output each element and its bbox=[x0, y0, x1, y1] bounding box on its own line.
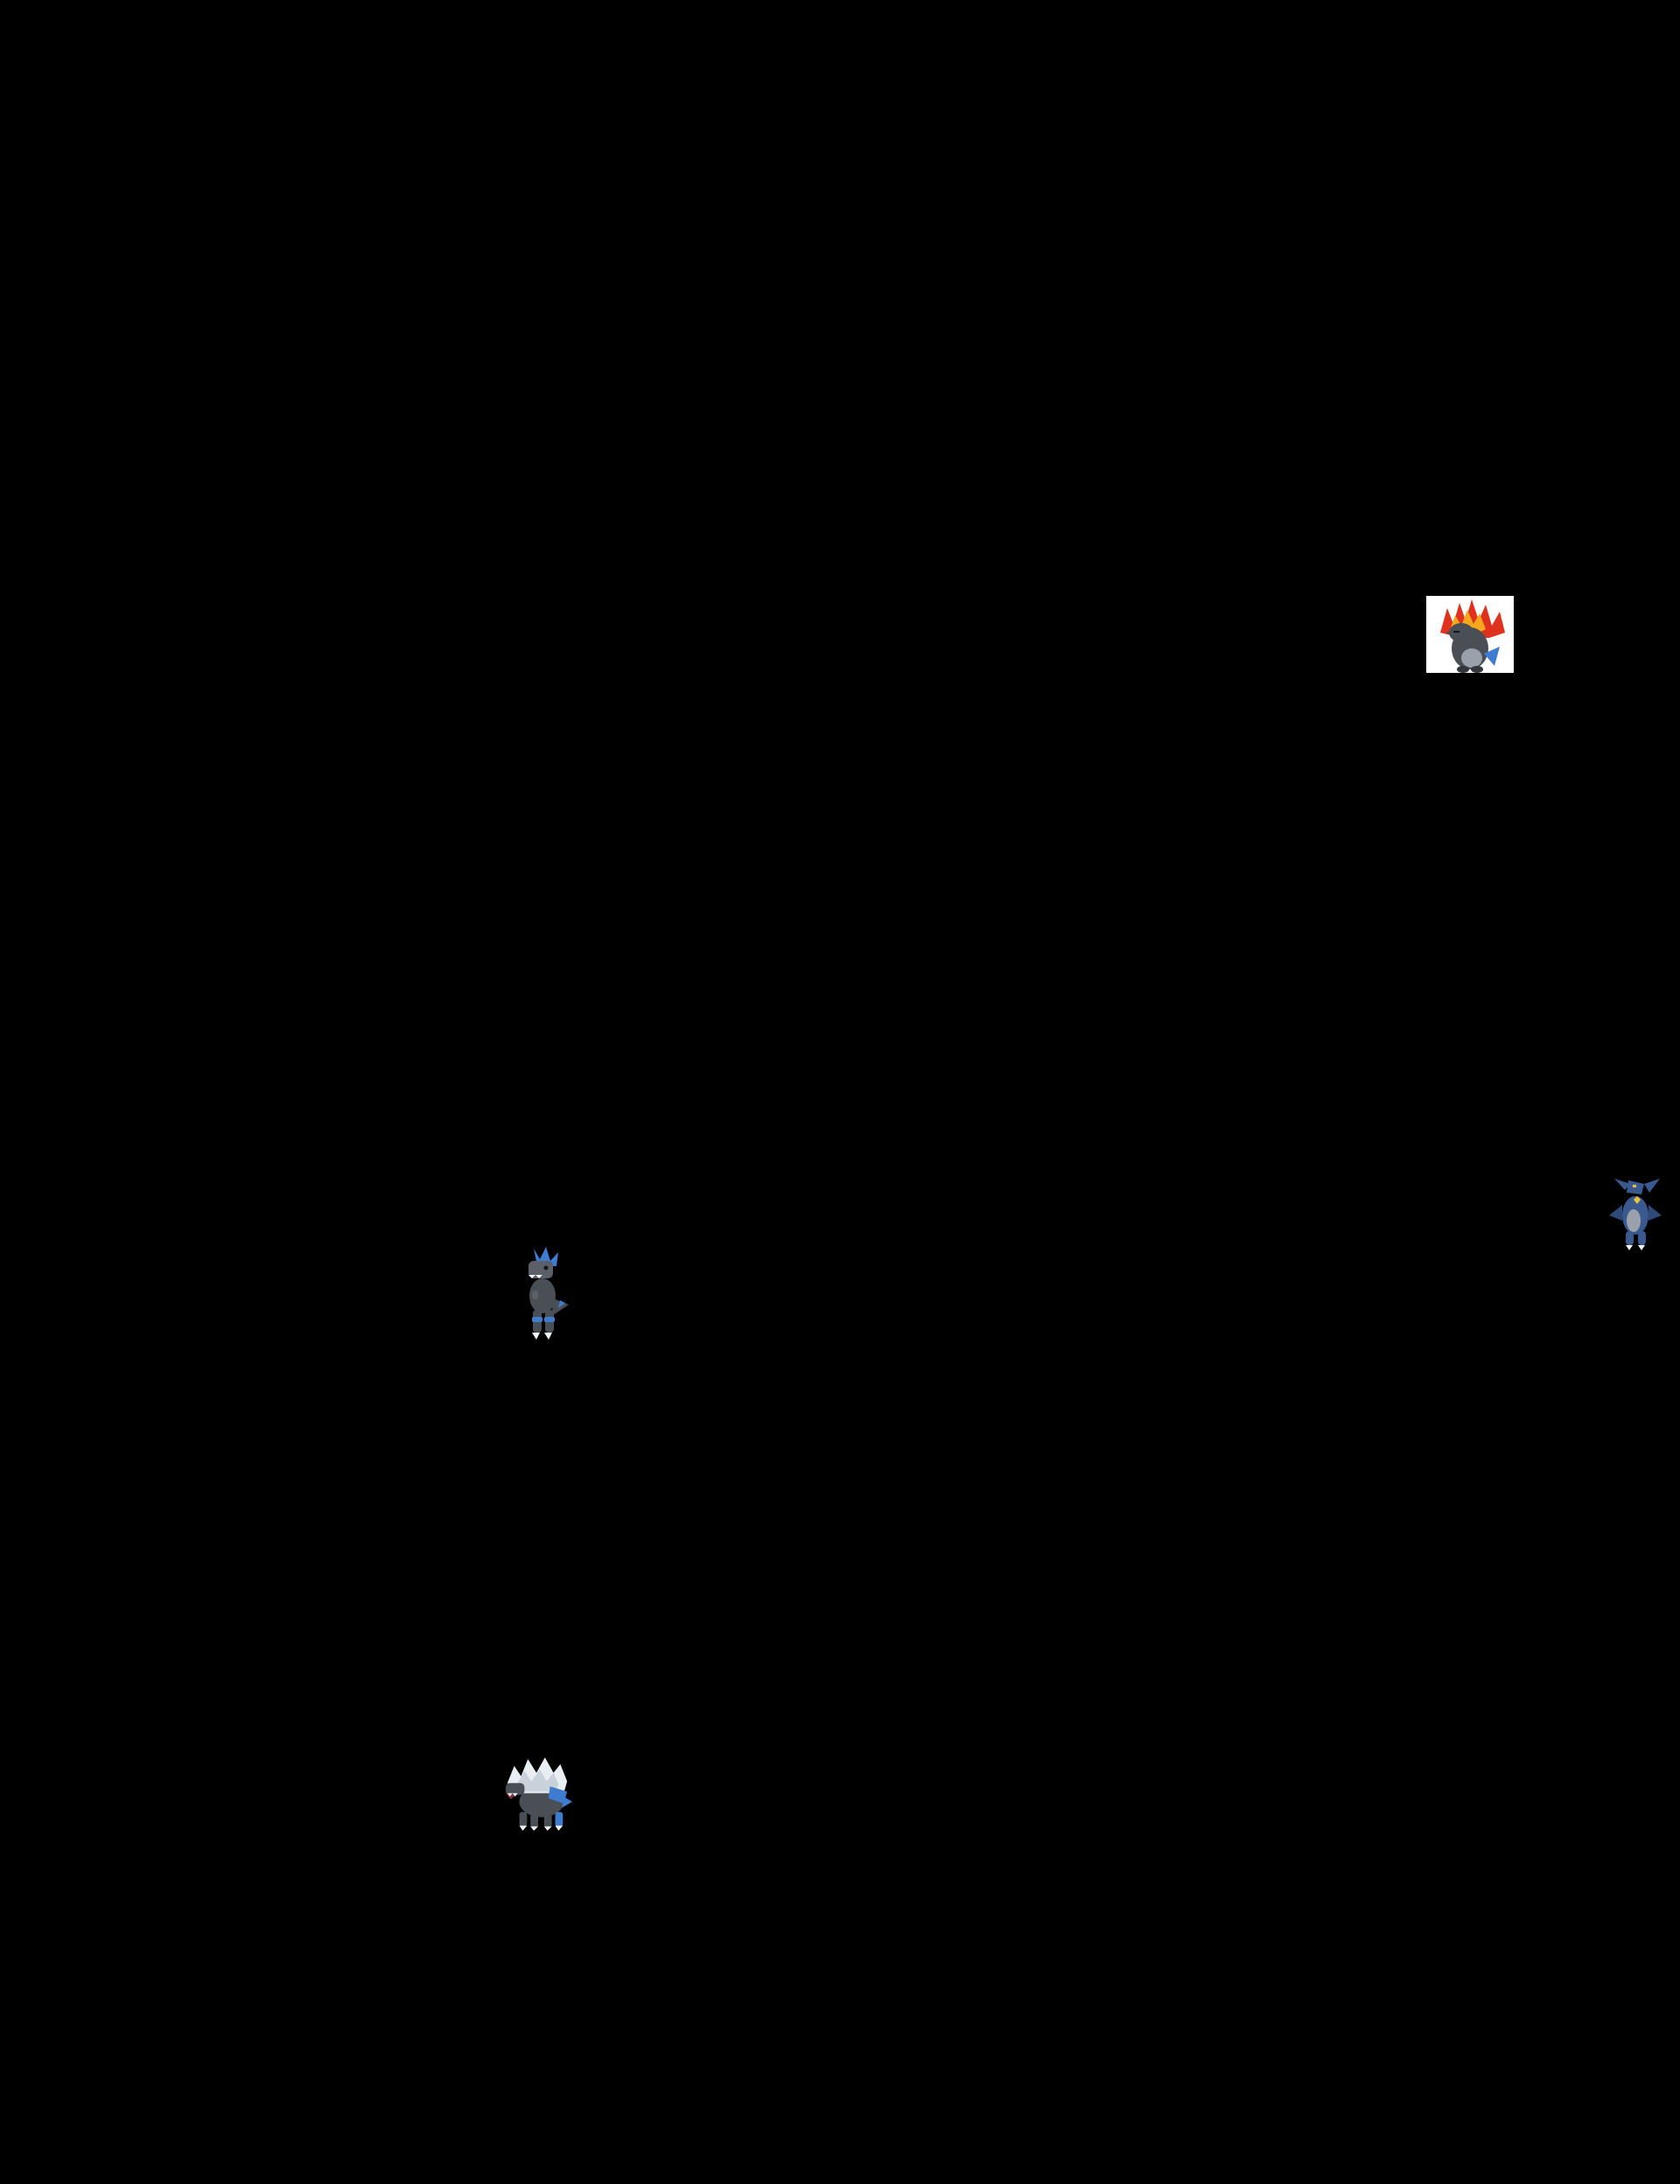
land-shark-dragon-sprite bbox=[1603, 1177, 1666, 1250]
land-shark-dragon-icon bbox=[1609, 1179, 1662, 1250]
white-maned-armored-beast-icon bbox=[505, 1757, 572, 1831]
fire-flame-badger-sprite bbox=[1426, 596, 1514, 673]
fire-flame-badger-icon bbox=[1426, 596, 1514, 673]
blue-crest-dino-icon bbox=[528, 1247, 569, 1340]
blue-crest-dino-sprite bbox=[513, 1247, 570, 1341]
white-maned-armored-beast-sprite bbox=[504, 1748, 572, 1831]
